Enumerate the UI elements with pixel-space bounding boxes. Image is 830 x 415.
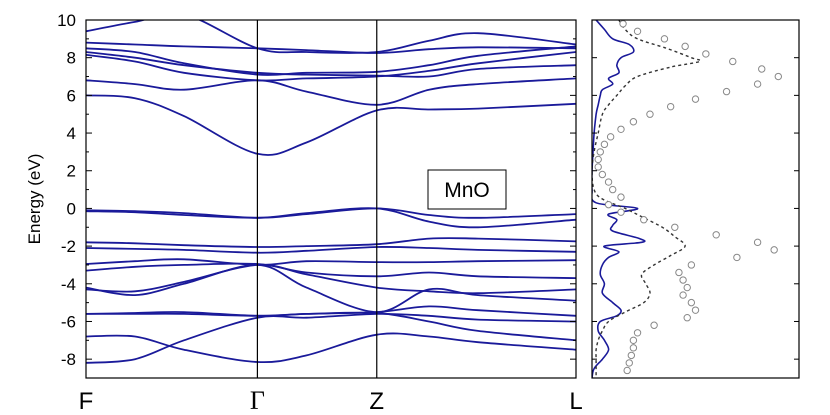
dos-circle-point: [650, 321, 658, 329]
ytick-label-2: -6: [61, 312, 76, 331]
dos-plot-frame: [591, 19, 800, 379]
dos-circle-point: [666, 102, 675, 111]
band-line-18: [86, 41, 576, 54]
dos-circle-point: [712, 231, 720, 239]
ytick-label-6: 2: [67, 162, 76, 181]
band-line-12: [86, 207, 576, 229]
dos-circle-point: [619, 20, 627, 28]
dos-circle-point: [660, 35, 669, 43]
band-line-1: [86, 312, 576, 364]
dos-circle-point: [679, 291, 687, 299]
band-line-13: [86, 94, 576, 156]
band-line-4: [86, 305, 576, 317]
band-line-17: [86, 45, 576, 76]
dos-circle-point: [604, 178, 613, 186]
band-line-10: [86, 237, 576, 248]
annotation-box: [427, 169, 507, 210]
band-line-6: [86, 263, 576, 295]
ytick-label-7: 4: [67, 124, 76, 143]
dos-circle-point: [675, 268, 683, 277]
dos-circle-point: [617, 208, 625, 216]
kpoint-label-3: Z: [369, 388, 384, 415]
y-axis-label: Energy (eV): [25, 154, 44, 245]
dos-circle-point: [629, 118, 638, 126]
band-line-16: [86, 51, 576, 78]
dos-circle-point: [625, 359, 633, 367]
dos-circle-point: [633, 27, 642, 36]
band-line-5: [86, 263, 576, 314]
band-line-2: [86, 332, 576, 364]
dos-circle-point: [640, 216, 648, 224]
band-line-9: [86, 246, 576, 254]
kpoint-label-1: F: [79, 388, 94, 415]
dos-circle-point: [758, 65, 766, 73]
dos-circle-point: [604, 200, 613, 209]
band-line-15: [86, 51, 576, 82]
ytick-label-8: 6: [67, 86, 76, 105]
dos-circle-point: [687, 298, 696, 307]
dos-circle-point: [596, 148, 604, 156]
ytick-label-4: -2: [61, 237, 76, 256]
dos-circle-point: [594, 155, 602, 164]
dos-circle-point: [671, 223, 679, 231]
band-line-11: [86, 207, 576, 219]
high-symmetry-lines: [256, 20, 378, 378]
dos-circle-point: [691, 95, 700, 103]
dos-circle-point: [609, 185, 617, 194]
dos-circle-point: [627, 351, 636, 360]
dos-circle-point: [617, 125, 625, 133]
dos-circle-point: [753, 238, 762, 247]
dos-circle-point: [691, 306, 700, 314]
dos-circle-point: [679, 276, 687, 284]
band-plot-frame: [85, 19, 577, 379]
dos-circle-point: [770, 246, 778, 254]
dos-circle-point: [702, 50, 710, 58]
band-line-7: [86, 262, 576, 279]
dos-circle-point: [598, 170, 607, 179]
ytick-label-5: 0: [67, 199, 76, 218]
kpoint-label-2: Γ: [250, 386, 265, 415]
dos-circle-point: [617, 193, 625, 201]
y-axis-ticks: -8 -6 -4 -2 0 2 4 6 8 10: [57, 11, 799, 379]
band-line-19: [86, 20, 576, 54]
band-line-8: [86, 258, 576, 266]
dos-circle-point: [623, 366, 631, 375]
dos-circle-point: [733, 253, 741, 262]
dos-circle-point: [687, 261, 696, 269]
annotation-label: MnO: [444, 179, 490, 202]
dos-circle-point: [729, 57, 737, 66]
dos-curve-dashed: [592, 20, 702, 378]
dos-circle-point: [681, 42, 689, 51]
dos-circle-point: [683, 314, 691, 322]
dos-circle-point: [600, 140, 609, 149]
dos-circle-point: [646, 110, 654, 118]
ytick-label-9: 8: [67, 49, 76, 68]
dos-circle-point: [774, 72, 782, 81]
dos-circle-point: [629, 344, 638, 352]
dos-circle-point: [683, 283, 691, 292]
dos-circle-point: [594, 163, 602, 171]
dos-circle-point: [753, 80, 762, 88]
band-lines: [86, 20, 576, 364]
kpoint-label-4: L: [569, 388, 582, 415]
ytick-label-3: -4: [61, 275, 76, 294]
dos-circle-point: [606, 133, 615, 141]
dos-curves: [592, 20, 782, 378]
ytick-label-10: 10: [57, 11, 76, 30]
dos-circle-point: [633, 329, 642, 337]
dos-circle-point: [629, 336, 638, 345]
band-line-14: [86, 77, 576, 106]
ytick-label-1: -8: [61, 350, 76, 369]
dos-circle-point: [722, 87, 731, 96]
